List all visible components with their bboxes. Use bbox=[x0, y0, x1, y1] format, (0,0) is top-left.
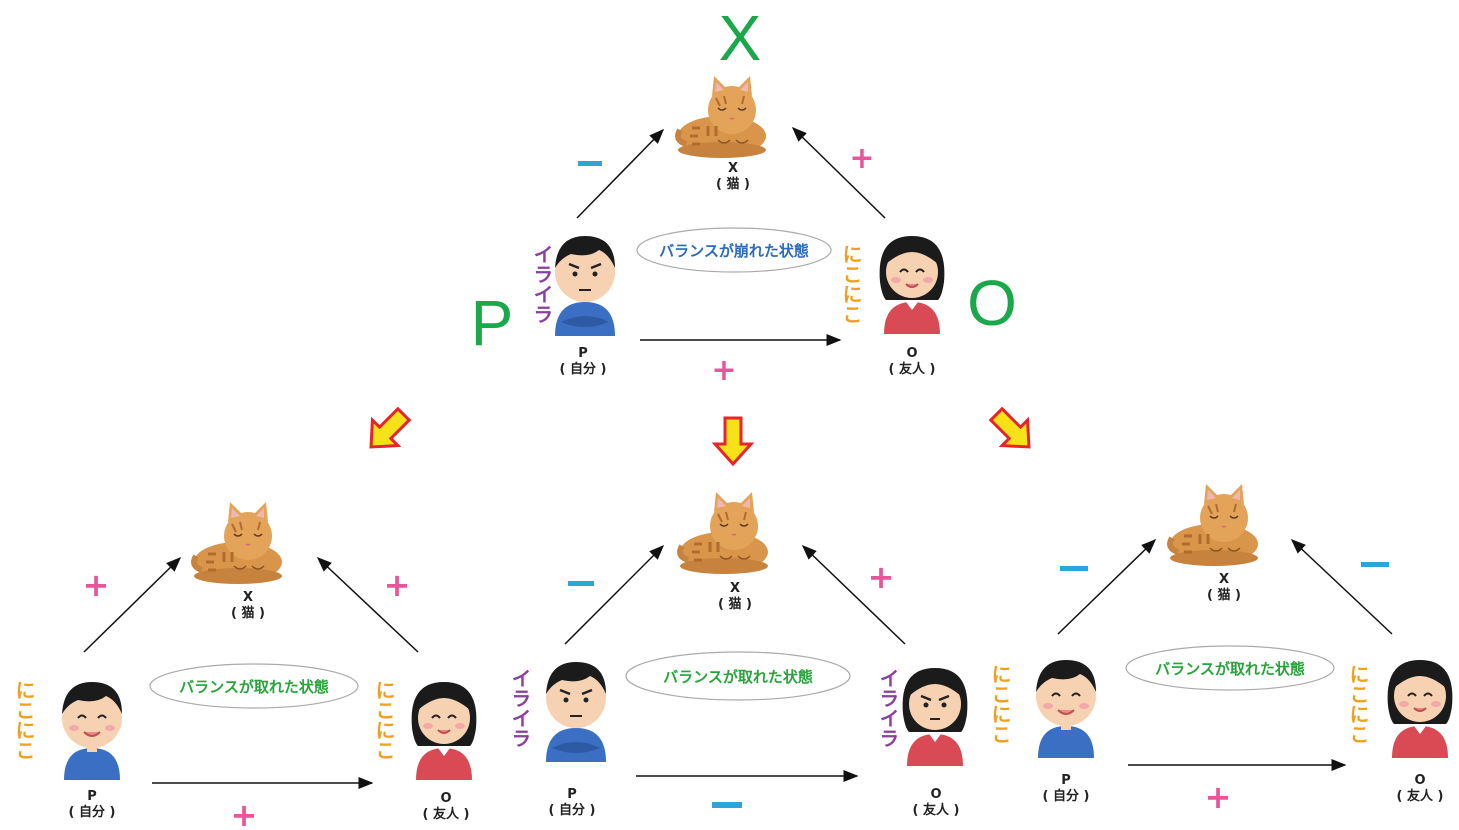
arrow-p-to-x bbox=[576, 128, 665, 219]
cat-icon bbox=[1170, 484, 1258, 566]
person-p-happy-icon bbox=[61, 681, 123, 781]
sign-px-minus bbox=[578, 161, 602, 166]
o-emotion: にこにこ bbox=[372, 680, 396, 760]
cat-sub: ( 猫 ) bbox=[1207, 587, 1241, 603]
letter-o: O bbox=[967, 267, 1017, 339]
o-emotion: イライラ bbox=[876, 668, 900, 748]
sign-px-minus bbox=[568, 581, 594, 586]
p-emotion: にこにこ bbox=[12, 680, 36, 760]
o-emotion: にこにこ bbox=[839, 244, 863, 324]
person-p-angry-icon bbox=[553, 234, 617, 338]
sign-po: + bbox=[231, 796, 258, 830]
cat-label: X bbox=[243, 590, 253, 605]
status-oval bbox=[1125, 645, 1335, 691]
left-diagram: X ( 猫 ) にこにこ P ( 自分 ) にこにこ O ( 友人 ) + + … bbox=[12, 502, 478, 830]
p-emotion: イライラ bbox=[508, 668, 532, 748]
sign-ox: + bbox=[868, 558, 895, 596]
sign-px-minus bbox=[1060, 566, 1088, 571]
top-diagram: X P O X ( 猫 ) イライラ P ( 自分 ) にこにこ O ( 友人 … bbox=[471, 2, 1017, 388]
middle-diagram: X ( 猫 ) イライラ P ( 自分 ) イライラ O ( 友人 ) + バラ… bbox=[508, 492, 969, 818]
arrow-p-to-x bbox=[564, 544, 665, 645]
person-p-angry-icon bbox=[544, 660, 608, 764]
letter-x: X bbox=[719, 2, 762, 74]
sign-po: + bbox=[711, 353, 736, 388]
arrow-o-to-x bbox=[316, 556, 419, 653]
p-label: P bbox=[567, 787, 577, 802]
status-text: バランスが取れた状態 bbox=[179, 678, 329, 696]
person-o-happy-icon bbox=[1386, 659, 1454, 759]
cat-label: X bbox=[728, 161, 738, 176]
p-sub: ( 自分 ) bbox=[549, 802, 596, 818]
p-sub: ( 自分 ) bbox=[69, 804, 116, 820]
cat-sub: ( 猫 ) bbox=[718, 596, 752, 612]
status-oval bbox=[149, 663, 359, 709]
o-emotion: にこにこ bbox=[1346, 664, 1370, 744]
cat-sub: ( 猫 ) bbox=[231, 605, 265, 621]
cat-label: X bbox=[730, 581, 740, 596]
status-text: バランスが崩れた状態 bbox=[659, 242, 809, 260]
status-oval bbox=[636, 227, 832, 273]
status-text: バランスが取れた状態 bbox=[1155, 660, 1305, 678]
p-label: P bbox=[578, 346, 588, 361]
p-emotion: にこにこ bbox=[988, 664, 1012, 744]
p-sub: ( 自分 ) bbox=[1043, 788, 1090, 804]
cat-sub: ( 猫 ) bbox=[716, 176, 750, 192]
cat-label: X bbox=[1219, 572, 1229, 587]
person-p-happy-icon bbox=[1035, 659, 1097, 759]
p-sub: ( 自分 ) bbox=[560, 361, 607, 377]
p-label: P bbox=[87, 789, 97, 804]
cat-icon bbox=[678, 76, 766, 158]
o-sub: ( 友人 ) bbox=[913, 802, 960, 818]
p-emotion: イライラ bbox=[530, 244, 554, 324]
o-sub: ( 友人 ) bbox=[1397, 788, 1444, 804]
arrow-to-left-icon bbox=[356, 400, 418, 462]
status-oval bbox=[625, 651, 851, 701]
person-o-happy-icon bbox=[410, 681, 478, 781]
o-sub: ( 友人 ) bbox=[889, 361, 936, 377]
arrow-o-to-x bbox=[801, 544, 906, 645]
sign-px: + bbox=[83, 566, 110, 604]
p-label: P bbox=[1061, 773, 1071, 788]
sign-po-minus bbox=[712, 802, 742, 808]
o-label: O bbox=[930, 787, 941, 802]
right-diagram: X ( 猫 ) にこにこ P ( 自分 ) にこにこ O ( 友人 ) + バラ… bbox=[988, 484, 1454, 816]
person-o-happy-icon bbox=[878, 235, 946, 335]
sign-ox: + bbox=[849, 141, 874, 176]
sign-po: + bbox=[1205, 778, 1232, 816]
arrow-o-to-x bbox=[791, 126, 886, 219]
person-o-angry-icon bbox=[901, 666, 969, 768]
arrow-to-middle-icon bbox=[713, 416, 753, 466]
cat-icon bbox=[680, 492, 768, 574]
o-label: O bbox=[1414, 773, 1425, 788]
cat-icon bbox=[194, 502, 282, 584]
o-sub: ( 友人 ) bbox=[423, 806, 470, 822]
arrow-p-to-x bbox=[1057, 538, 1157, 635]
sign-ox: + bbox=[384, 566, 411, 604]
o-label: O bbox=[906, 346, 917, 361]
o-label: O bbox=[440, 791, 451, 806]
arrow-p-to-x bbox=[83, 556, 182, 653]
arrow-to-right-icon bbox=[982, 400, 1044, 462]
sign-ox-minus bbox=[1361, 562, 1389, 567]
letter-p: P bbox=[471, 287, 514, 359]
status-text: バランスが取れた状態 bbox=[663, 668, 813, 686]
arrow-o-to-x bbox=[1290, 538, 1393, 635]
